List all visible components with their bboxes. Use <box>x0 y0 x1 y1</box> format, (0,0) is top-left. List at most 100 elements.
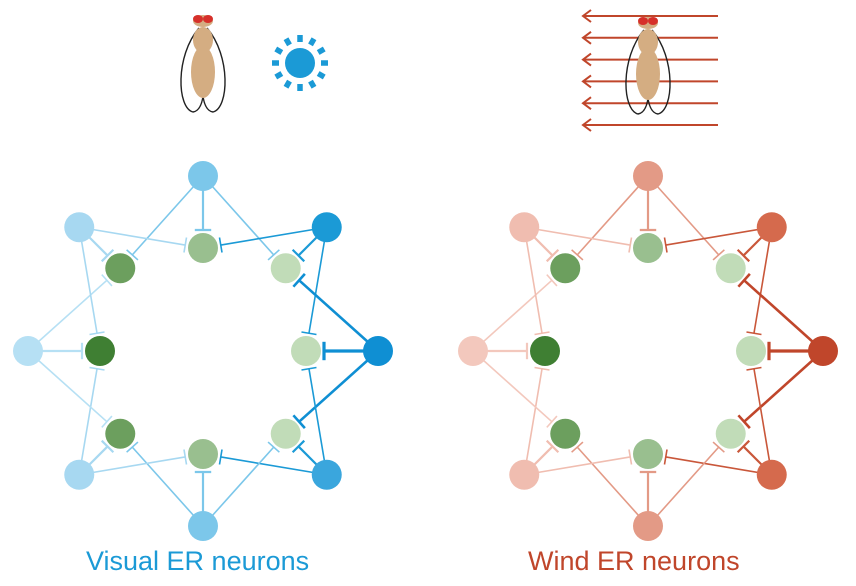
inhibition-lateral-left <box>472 279 553 352</box>
er-neuron-bottom-right <box>311 459 342 490</box>
inhibition-lateral-right-bar <box>737 273 751 288</box>
inhibition-lateral-bottom-left-bar <box>628 449 633 465</box>
inhibition-lateral-bottom <box>202 446 275 527</box>
er-neuron-top-right <box>311 212 342 243</box>
sun-icon <box>272 35 328 91</box>
inhibition-lateral-bottom <box>576 446 649 527</box>
inhibition-lateral-left <box>472 350 553 423</box>
inhibition-lateral-left-bar <box>101 415 113 428</box>
inhibition-lateral-left-bar <box>546 274 558 287</box>
inhibition-lateral-top-left-bar <box>183 237 188 253</box>
inhibition-lateral-top-left <box>524 226 631 246</box>
fly-icon <box>625 17 671 115</box>
inhibition-lateral-top <box>576 175 649 256</box>
inhibition-lateral-top-right <box>220 226 327 246</box>
inhibition-lateral-top-right <box>665 226 772 246</box>
compass-neuron-top <box>188 233 218 263</box>
fly-thorax <box>638 29 658 55</box>
fly-abdomen <box>191 46 215 98</box>
er-neuron-bottom-right <box>756 459 787 490</box>
sun-disc <box>285 48 315 78</box>
inhibition-lateral-bottom-right-bar <box>746 366 762 371</box>
fly-eye <box>638 17 648 25</box>
inhibition-lateral-right <box>298 279 379 352</box>
fly-eye <box>203 15 213 23</box>
sun-ray <box>274 71 284 80</box>
connections <box>27 175 379 527</box>
fly-icon <box>180 15 226 113</box>
sun-ray <box>283 79 292 89</box>
inhibition-lateral-top-left <box>523 227 543 334</box>
inhibition-lateral-bottom-left <box>523 368 543 475</box>
compass-neuron-top-right <box>715 253 746 284</box>
inhibition-own-top-right-bar <box>736 248 751 263</box>
wind-er-panel <box>458 9 838 541</box>
sun-ray <box>274 46 284 55</box>
inhibition-lateral-top-left <box>78 227 98 334</box>
er-neuron-bottom <box>633 511 663 541</box>
inhibition-lateral-bottom <box>647 446 720 527</box>
inhibition-lateral-top-bar <box>571 249 584 261</box>
wind-arrow-head <box>581 52 592 67</box>
inhibition-own-bottom-right-bar <box>291 439 306 454</box>
inhibition-lateral-top-bar <box>712 249 725 261</box>
compass-neuron-top-left <box>550 253 581 284</box>
sun-ray <box>308 79 317 89</box>
compass-neuron-top <box>633 233 663 263</box>
inhibition-lateral-top <box>647 175 720 256</box>
inhibition-own-bottom-left-bar <box>545 439 560 454</box>
er-neuron-top-right <box>756 212 787 243</box>
inhibition-lateral-right-bar <box>292 273 306 288</box>
inhibition-lateral-bottom-left-bar <box>89 366 105 371</box>
inhibition-lateral-bottom-left <box>78 368 98 475</box>
wind-arrow-head <box>581 74 592 89</box>
compass-neuron-bottom <box>633 439 663 469</box>
compass-neuron-ring <box>530 233 766 469</box>
compass-neuron-ring <box>85 233 321 469</box>
inhibition-lateral-top-right-bar <box>301 331 317 336</box>
compass-neuron-top-right <box>270 253 301 284</box>
compass-neuron-bottom <box>188 439 218 469</box>
inhibition-lateral-bottom-left-bar <box>534 366 550 371</box>
inhibition-lateral-top-right-bar <box>218 237 223 253</box>
compass-neuron-left <box>530 336 560 366</box>
inhibition-lateral-bottom-left <box>524 456 631 476</box>
compass-neuron-right <box>291 336 321 366</box>
inhibition-lateral-top-bar <box>267 249 280 261</box>
wind-arrow-head <box>581 96 592 110</box>
inhibition-lateral-top <box>131 175 204 256</box>
visual-er-panel <box>13 15 393 541</box>
inhibition-lateral-right <box>743 350 824 423</box>
er-neuron-left <box>13 336 43 366</box>
inhibition-own-top-right-bar <box>291 248 306 263</box>
inhibition-lateral-left-bar <box>101 274 113 287</box>
sun-ray <box>316 71 326 80</box>
inhibition-lateral-bottom-bar <box>267 441 280 453</box>
inhibition-lateral-top-right-bar <box>663 237 668 253</box>
compass-neuron-right <box>736 336 766 366</box>
inhibition-lateral-top <box>202 175 275 256</box>
inhibition-lateral-top-bar <box>126 249 139 261</box>
compass-neuron-bottom-right <box>270 418 301 449</box>
er-neuron-ring <box>13 161 393 541</box>
er-neuron-top-left <box>509 212 540 243</box>
fly-abdomen <box>636 48 660 100</box>
inhibition-own-bottom-right-bar <box>736 439 751 454</box>
inhibition-lateral-bottom-left-bar <box>183 449 188 465</box>
er-neuron-bottom-left <box>64 459 95 490</box>
inhibition-lateral-right-bar <box>292 414 306 429</box>
inhibition-lateral-bottom-bar <box>571 441 584 453</box>
inhibition-own-top-left-bar <box>545 248 560 263</box>
er-neuron-left <box>458 336 488 366</box>
er-neuron-top <box>633 161 663 191</box>
er-neuron-top-left <box>64 212 95 243</box>
inhibition-lateral-left-bar <box>546 415 558 428</box>
visual-er-caption: Visual ER neurons <box>86 546 310 576</box>
compass-neuron-bottom-left <box>550 418 581 449</box>
wind-arrow-head <box>581 9 592 23</box>
inhibition-lateral-top-left-bar <box>89 331 105 336</box>
er-neuron-top <box>188 161 218 191</box>
inhibition-lateral-bottom-right-bar <box>301 366 317 371</box>
inhibition-lateral-top-left-bar <box>628 237 633 253</box>
